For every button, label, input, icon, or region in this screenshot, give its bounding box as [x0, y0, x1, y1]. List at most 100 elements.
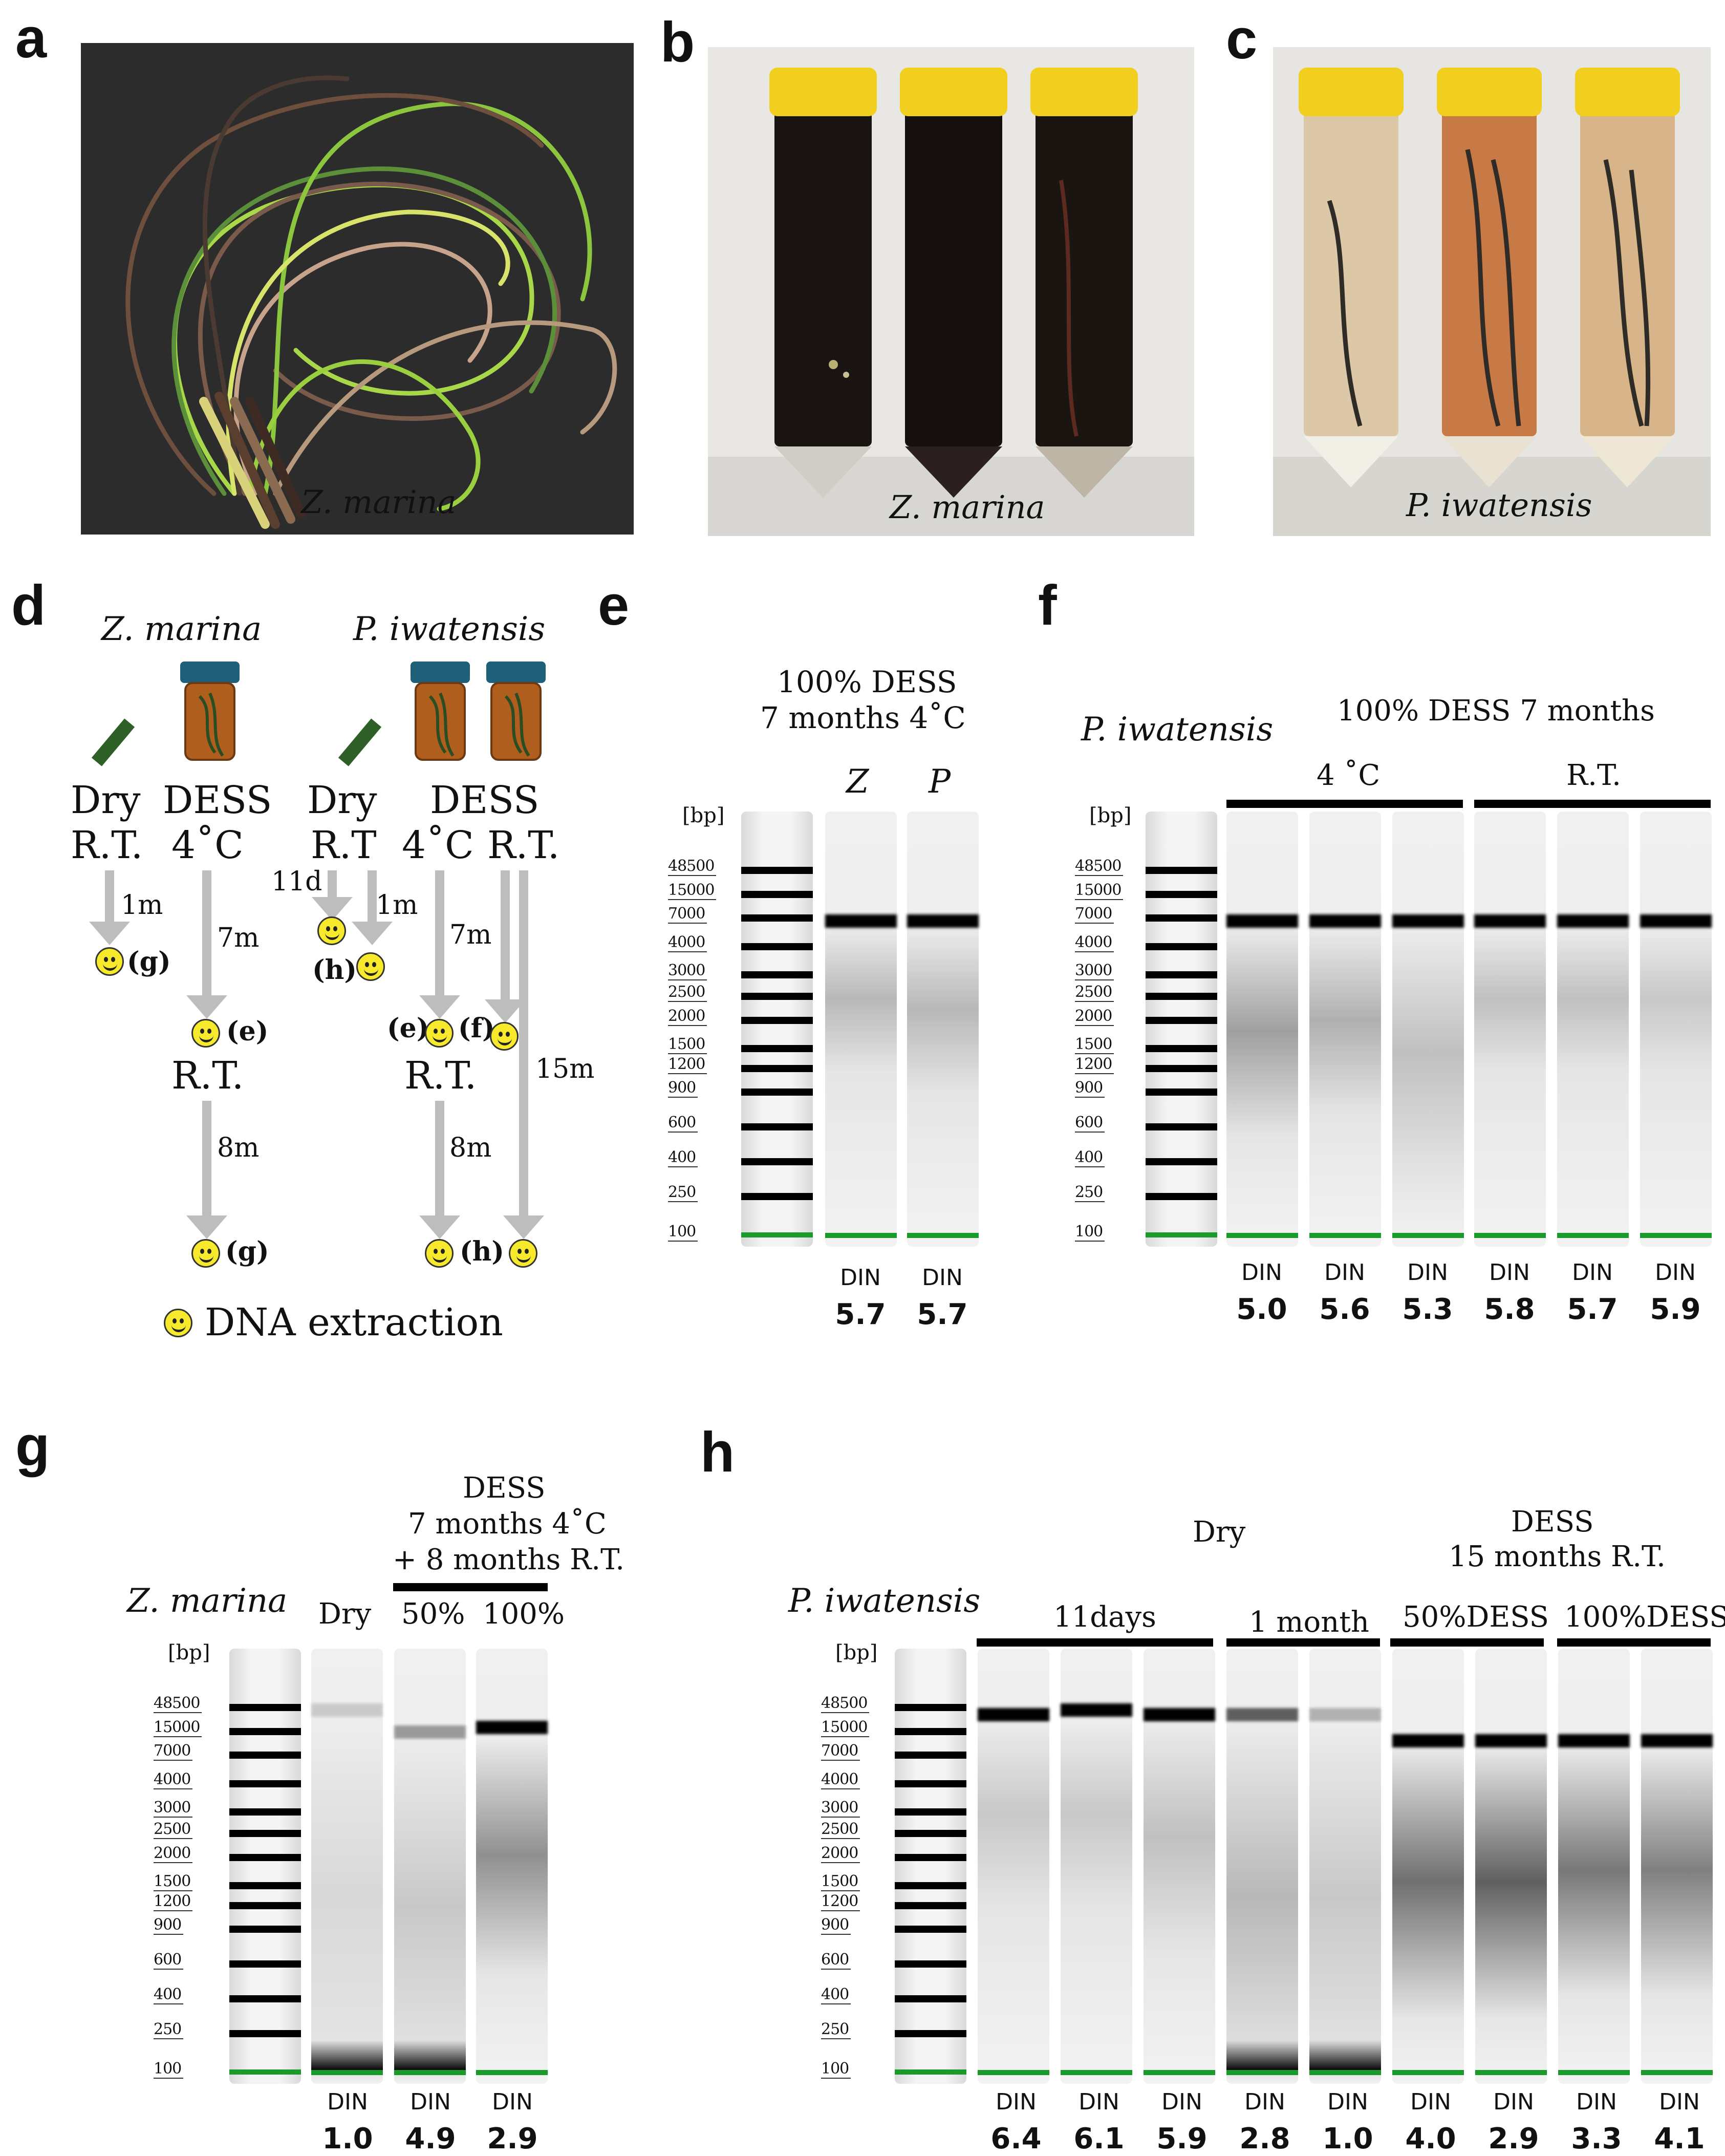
- d-extraction-icon: [95, 947, 124, 976]
- gel-high-band: [1640, 914, 1712, 928]
- gel-high-band: [476, 1721, 548, 1734]
- h-group-50dess: 50%DESS: [1403, 1600, 1549, 1634]
- ladder-size-label: 100: [1075, 1223, 1105, 1242]
- gel-high-band: [1641, 1734, 1713, 1747]
- ladder-band: [1146, 914, 1217, 922]
- gel-sample-lane: [1309, 1649, 1381, 2084]
- gel-sample-lane: [1640, 812, 1712, 1247]
- ladder-band: [229, 1854, 301, 1861]
- ladder-size-label: 250: [668, 1183, 698, 1203]
- ladder-band: [741, 914, 813, 922]
- d-ref-h-1: (h): [312, 954, 357, 986]
- ladder-band: [895, 1752, 966, 1759]
- d-rt-pi-after: R.T.: [404, 1054, 477, 1098]
- gel-sample-lane: [394, 1649, 466, 2084]
- ladder-size-label: 1200: [154, 1892, 193, 1911]
- ladder-band: [741, 1045, 813, 1053]
- e-lane-label-p: P: [929, 763, 951, 801]
- gel-low-smear: [311, 2040, 383, 2071]
- gel-high-band: [1392, 1734, 1464, 1747]
- ladder-band: [229, 1830, 301, 1838]
- caption-a: Z. marina: [301, 483, 457, 521]
- ladder-band: [741, 1064, 813, 1072]
- ladder-band: [895, 1830, 966, 1838]
- ladder-band: [1146, 1088, 1217, 1096]
- ladder-band: [229, 1727, 301, 1735]
- ladder-size-label: 3000: [821, 1799, 860, 1818]
- d-arrow-head: [503, 1215, 544, 1239]
- ladder-size-label: 100: [668, 1223, 698, 1242]
- f-title: 100% DESS 7 months: [1337, 694, 1655, 728]
- d-extraction-icon: [509, 1239, 537, 1268]
- d-arrow-shaft: [435, 1101, 444, 1219]
- ladder-unit-label: [bp]: [168, 1641, 210, 1664]
- d-extraction-icon: [356, 952, 385, 981]
- ladder-band: [229, 1780, 301, 1787]
- f-group-bar-rt: [1474, 800, 1711, 808]
- d-rt-zm: R.T.: [71, 823, 143, 867]
- ladder-size-label: 1500: [821, 1872, 860, 1892]
- gel-high-band: [825, 914, 897, 928]
- ladder-size-label: 7000: [154, 1742, 193, 1761]
- ladder-size-label: 2000: [668, 1007, 707, 1026]
- gel-high-band: [907, 914, 979, 928]
- ladder-size-label: 1500: [668, 1035, 707, 1055]
- h-group-1month: 1 month: [1249, 1606, 1369, 1639]
- gel-sample-lane: [1641, 1649, 1713, 2084]
- panel-label-d: d: [11, 574, 46, 637]
- ladder-band: [895, 1727, 966, 1735]
- ladder-size-label: 2000: [154, 1844, 193, 1863]
- d-ref-e-2: (e): [387, 1013, 429, 1044]
- h-dess-line2: 15 months R.T.: [1449, 1540, 1666, 1573]
- ladder-band: [741, 971, 813, 978]
- ladder-band: [1146, 1123, 1217, 1131]
- d-4c-zm: 4˚C: [171, 823, 244, 867]
- gel-marker-band: [1557, 1232, 1629, 1238]
- gel-high-band: [1309, 914, 1381, 928]
- gel-low-smear: [1226, 2040, 1298, 2071]
- gel-high-band: [311, 1703, 383, 1717]
- g-lane-100: 100%: [483, 1597, 565, 1631]
- gel-sample-lane: [907, 812, 979, 1247]
- ladder-size-label: 1200: [1075, 1055, 1114, 1074]
- d-arrow-head: [419, 995, 460, 1019]
- ladder-size-label: 15000: [668, 881, 717, 900]
- d-rt-pi-dess: R.T.: [487, 823, 560, 867]
- ladder-band: [741, 993, 813, 1000]
- ladder-band: [229, 1960, 301, 1968]
- gel-sample-lane: [1144, 1649, 1215, 2084]
- ladder-size-label: 400: [1075, 1148, 1105, 1168]
- ladder-size-label: 3000: [154, 1799, 193, 1818]
- d-dess-zm: DESS: [163, 778, 272, 822]
- gel-high-band: [1144, 1707, 1215, 1721]
- gel-sample-lane: [311, 1649, 383, 2084]
- tubes-dark-illustration: [708, 47, 1194, 536]
- gel-sample-lane: [1557, 812, 1629, 1247]
- d-arrow-shaft: [202, 870, 211, 998]
- gel-marker-band: [1474, 1232, 1546, 1238]
- ladder-lane: [741, 812, 813, 1247]
- f-group-4c: 4 ˚C: [1317, 759, 1381, 792]
- ladder-band: [1146, 1045, 1217, 1053]
- g-title-line1: DESS: [463, 1471, 546, 1505]
- gel-marker-band: [1475, 2069, 1547, 2075]
- ladder-band: [895, 1926, 966, 1933]
- ladder-band: [895, 1882, 966, 1890]
- d-legend-text: DNA extraction: [205, 1300, 503, 1344]
- ladder-size-label: 100: [154, 2060, 184, 2079]
- h-group-bar-100dess: [1557, 1638, 1711, 1647]
- d-4c-pi: 4˚C: [402, 823, 474, 867]
- ladder-size-label: 900: [1075, 1079, 1105, 1098]
- gel-sample-lane: [1558, 1649, 1630, 2084]
- ladder-lane: [1146, 812, 1217, 1247]
- ladder-size-label: 900: [668, 1079, 698, 1098]
- ladder-size-label: 2500: [668, 983, 707, 1002]
- ladder-size-label: 2500: [154, 1820, 193, 1840]
- gel-sample-lane: [1226, 812, 1298, 1247]
- gel-low-smear: [394, 2040, 466, 2071]
- f-group-bar-4c: [1226, 800, 1463, 808]
